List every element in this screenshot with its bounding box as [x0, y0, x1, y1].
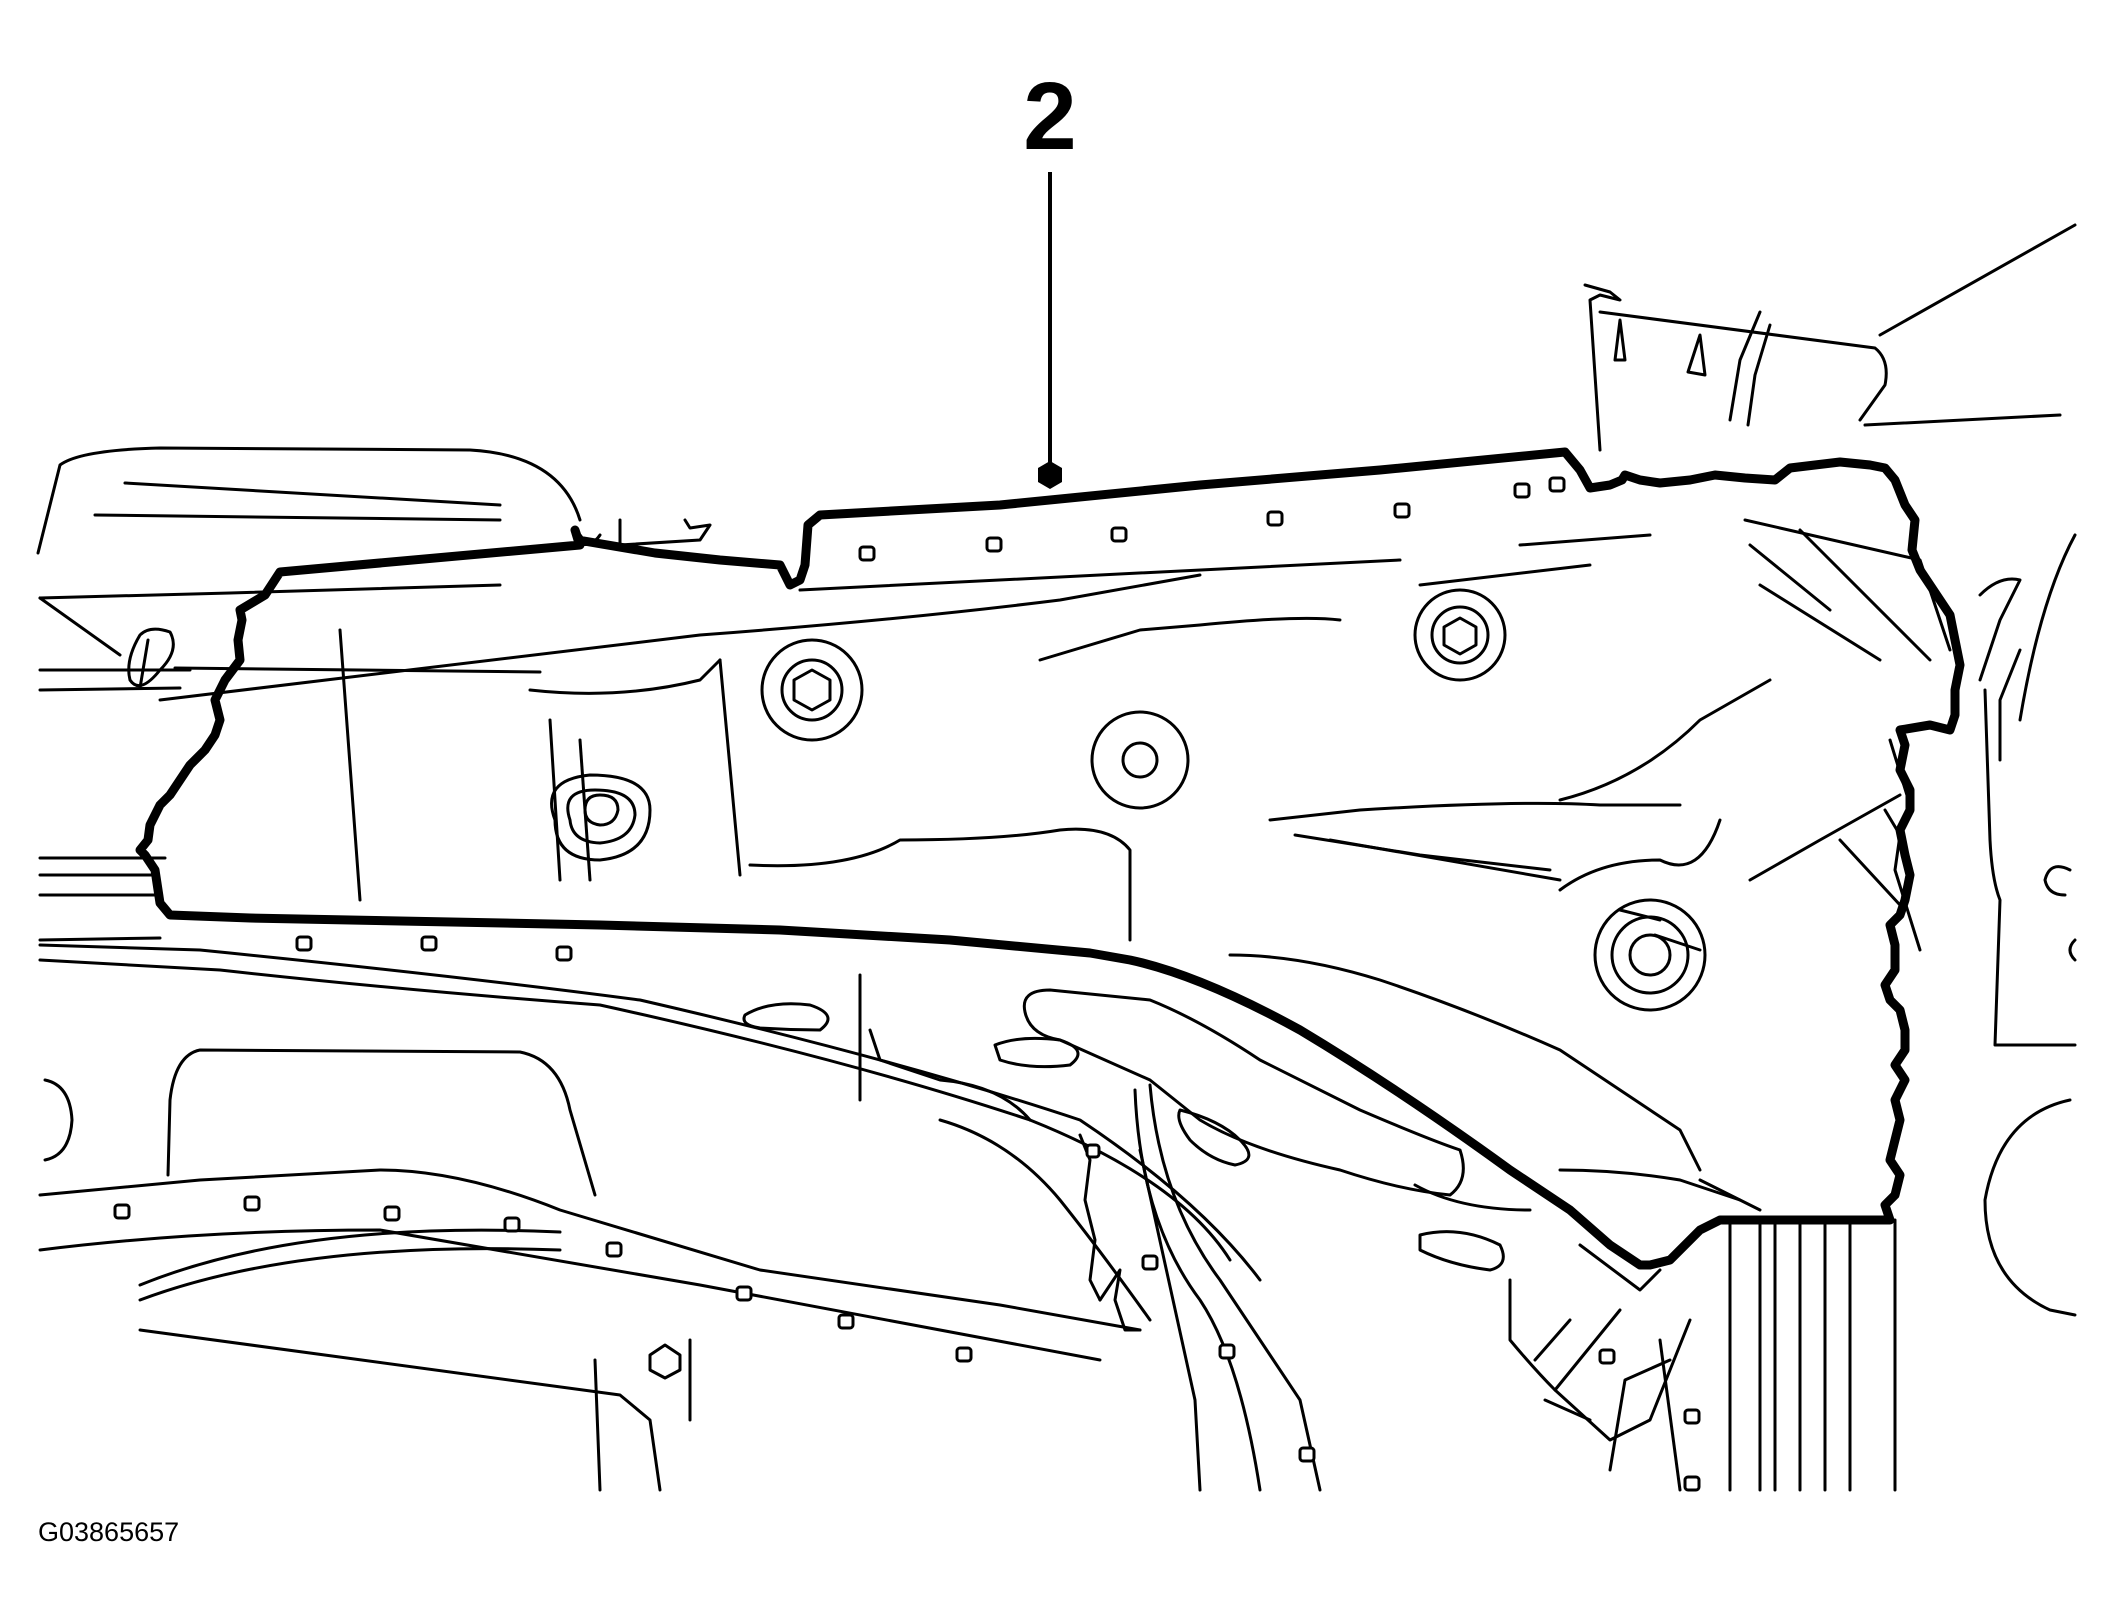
bolt-boss-4: [550, 773, 652, 862]
callout-number: 2: [1023, 63, 1076, 170]
bolt-boss-2: [1413, 588, 1507, 682]
bolt-bosses: [550, 588, 1707, 1012]
background-structure: [36, 223, 2077, 1492]
figure-id: G03865657: [38, 1517, 179, 1547]
callout-2: 2: [1023, 63, 1077, 489]
small-holes: [113, 476, 1701, 1492]
highlighted-panel-outline: [135, 447, 1965, 1270]
bolt-boss-5: [1593, 898, 1707, 1012]
bolt-boss-3: [1090, 710, 1190, 810]
callout-leader-dot: [1038, 461, 1062, 489]
bolt-boss-1: [760, 638, 864, 742]
